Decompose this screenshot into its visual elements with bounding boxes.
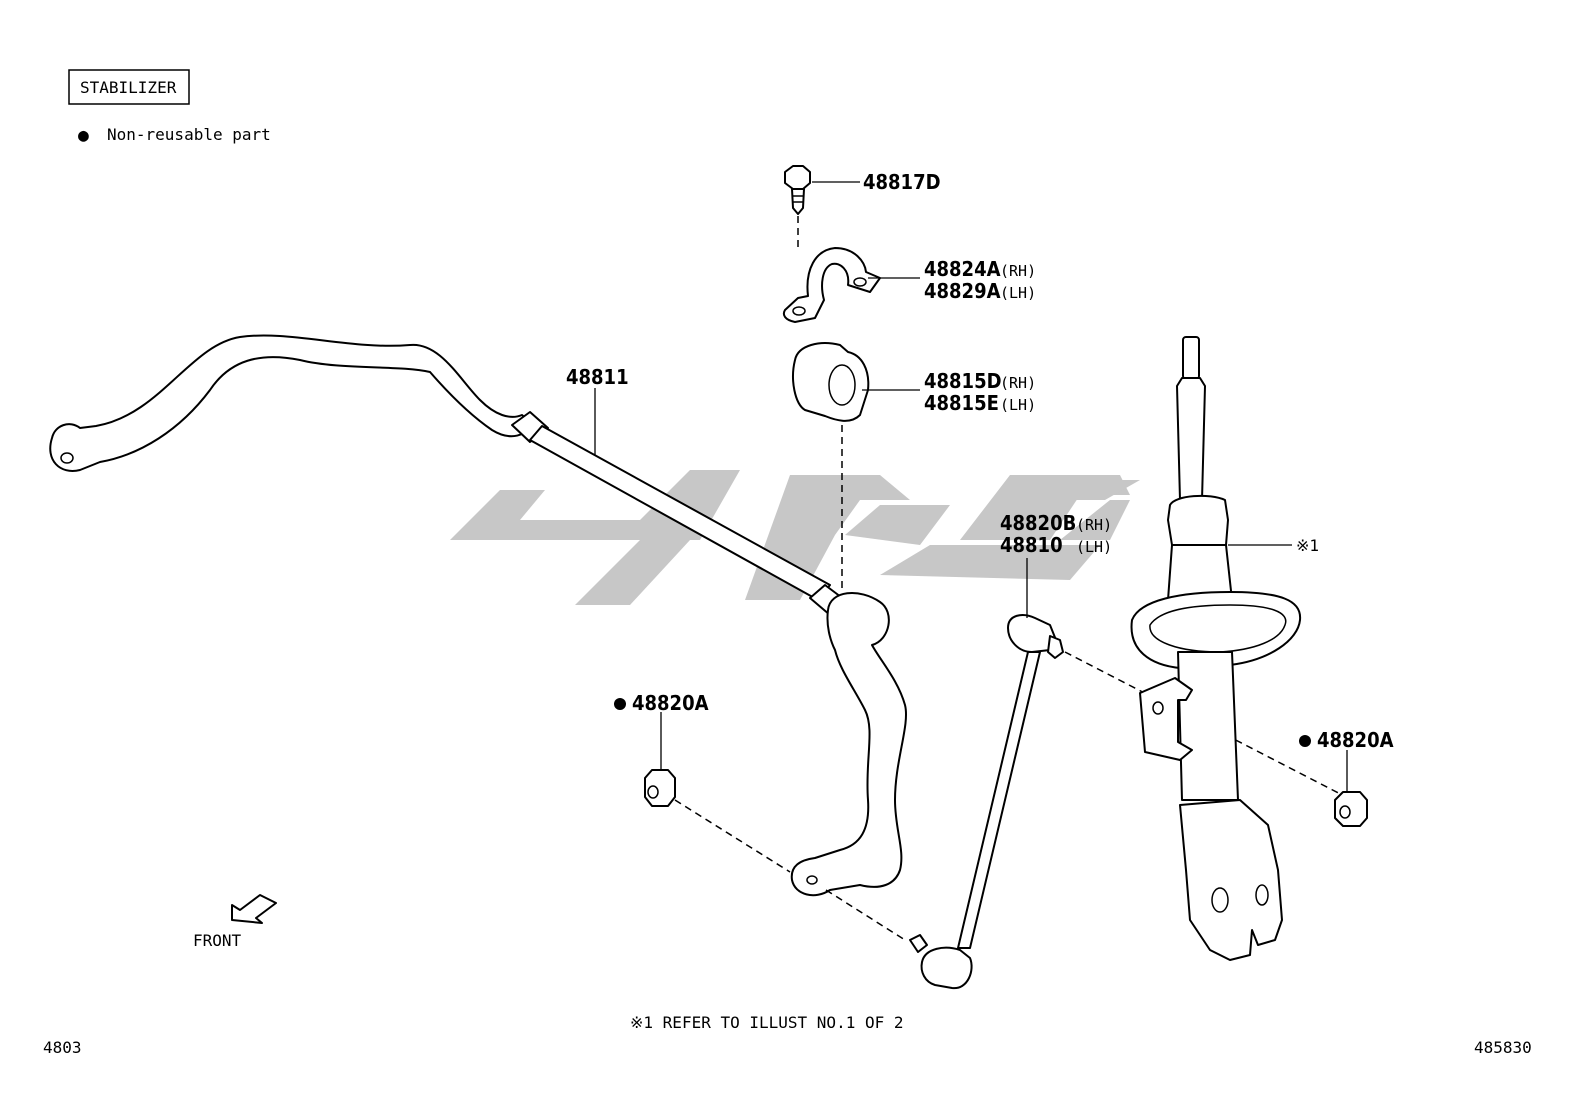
front-arrow-icon [231, 894, 277, 924]
label-48824a-side: (RH) [1000, 262, 1036, 280]
label-48817d: 48817D [863, 170, 941, 194]
stabilizer-bar [49, 334, 907, 897]
label-48820a-left: 48820A [632, 691, 709, 715]
bolt-48817d [784, 165, 811, 215]
label-48815e-side: (LH) [1000, 396, 1036, 414]
label-48815d-side: (RH) [1000, 374, 1036, 392]
corner-left-code: 4803 [43, 1038, 82, 1057]
label-48810-side: (LH) [1076, 538, 1112, 556]
label-48815d: 48815D [924, 369, 1002, 393]
bracket-48824a [782, 247, 881, 323]
shock-absorber [1130, 336, 1302, 961]
label-48820a-right: 48820A [1317, 728, 1394, 752]
legend-text: Non-reusable part [107, 125, 271, 144]
label-48810: 48810 [1000, 533, 1063, 557]
title-box [68, 69, 190, 105]
stabilizer-link-48820b [909, 614, 1064, 990]
label-48820b-side: (RH) [1076, 516, 1112, 534]
nut-48820a-right [1334, 791, 1368, 827]
legend-bullet: ● [78, 125, 89, 146]
front-label: FRONT [193, 931, 242, 950]
label-48824a: 48824A [924, 257, 1001, 281]
label-48815e: 48815E [924, 391, 999, 415]
non-reusable-dot-left [614, 698, 626, 710]
label-ref1: ※1 [1296, 536, 1319, 555]
label-48811: 48811 [566, 365, 629, 389]
watermark-logo [450, 470, 1140, 605]
corner-right-code: 485830 [1474, 1038, 1532, 1057]
label-48829a: 48829A [924, 279, 1001, 303]
bushing-48815d [792, 342, 870, 422]
label-48820b: 48820B [1000, 511, 1076, 535]
nut-48820a-left [644, 769, 676, 807]
footnote: ※1 REFER TO ILLUST NO.1 OF 2 [630, 1013, 904, 1032]
label-48829a-side: (LH) [1000, 284, 1036, 302]
non-reusable-dot-right [1299, 735, 1311, 747]
page-title: STABILIZER [80, 78, 177, 97]
